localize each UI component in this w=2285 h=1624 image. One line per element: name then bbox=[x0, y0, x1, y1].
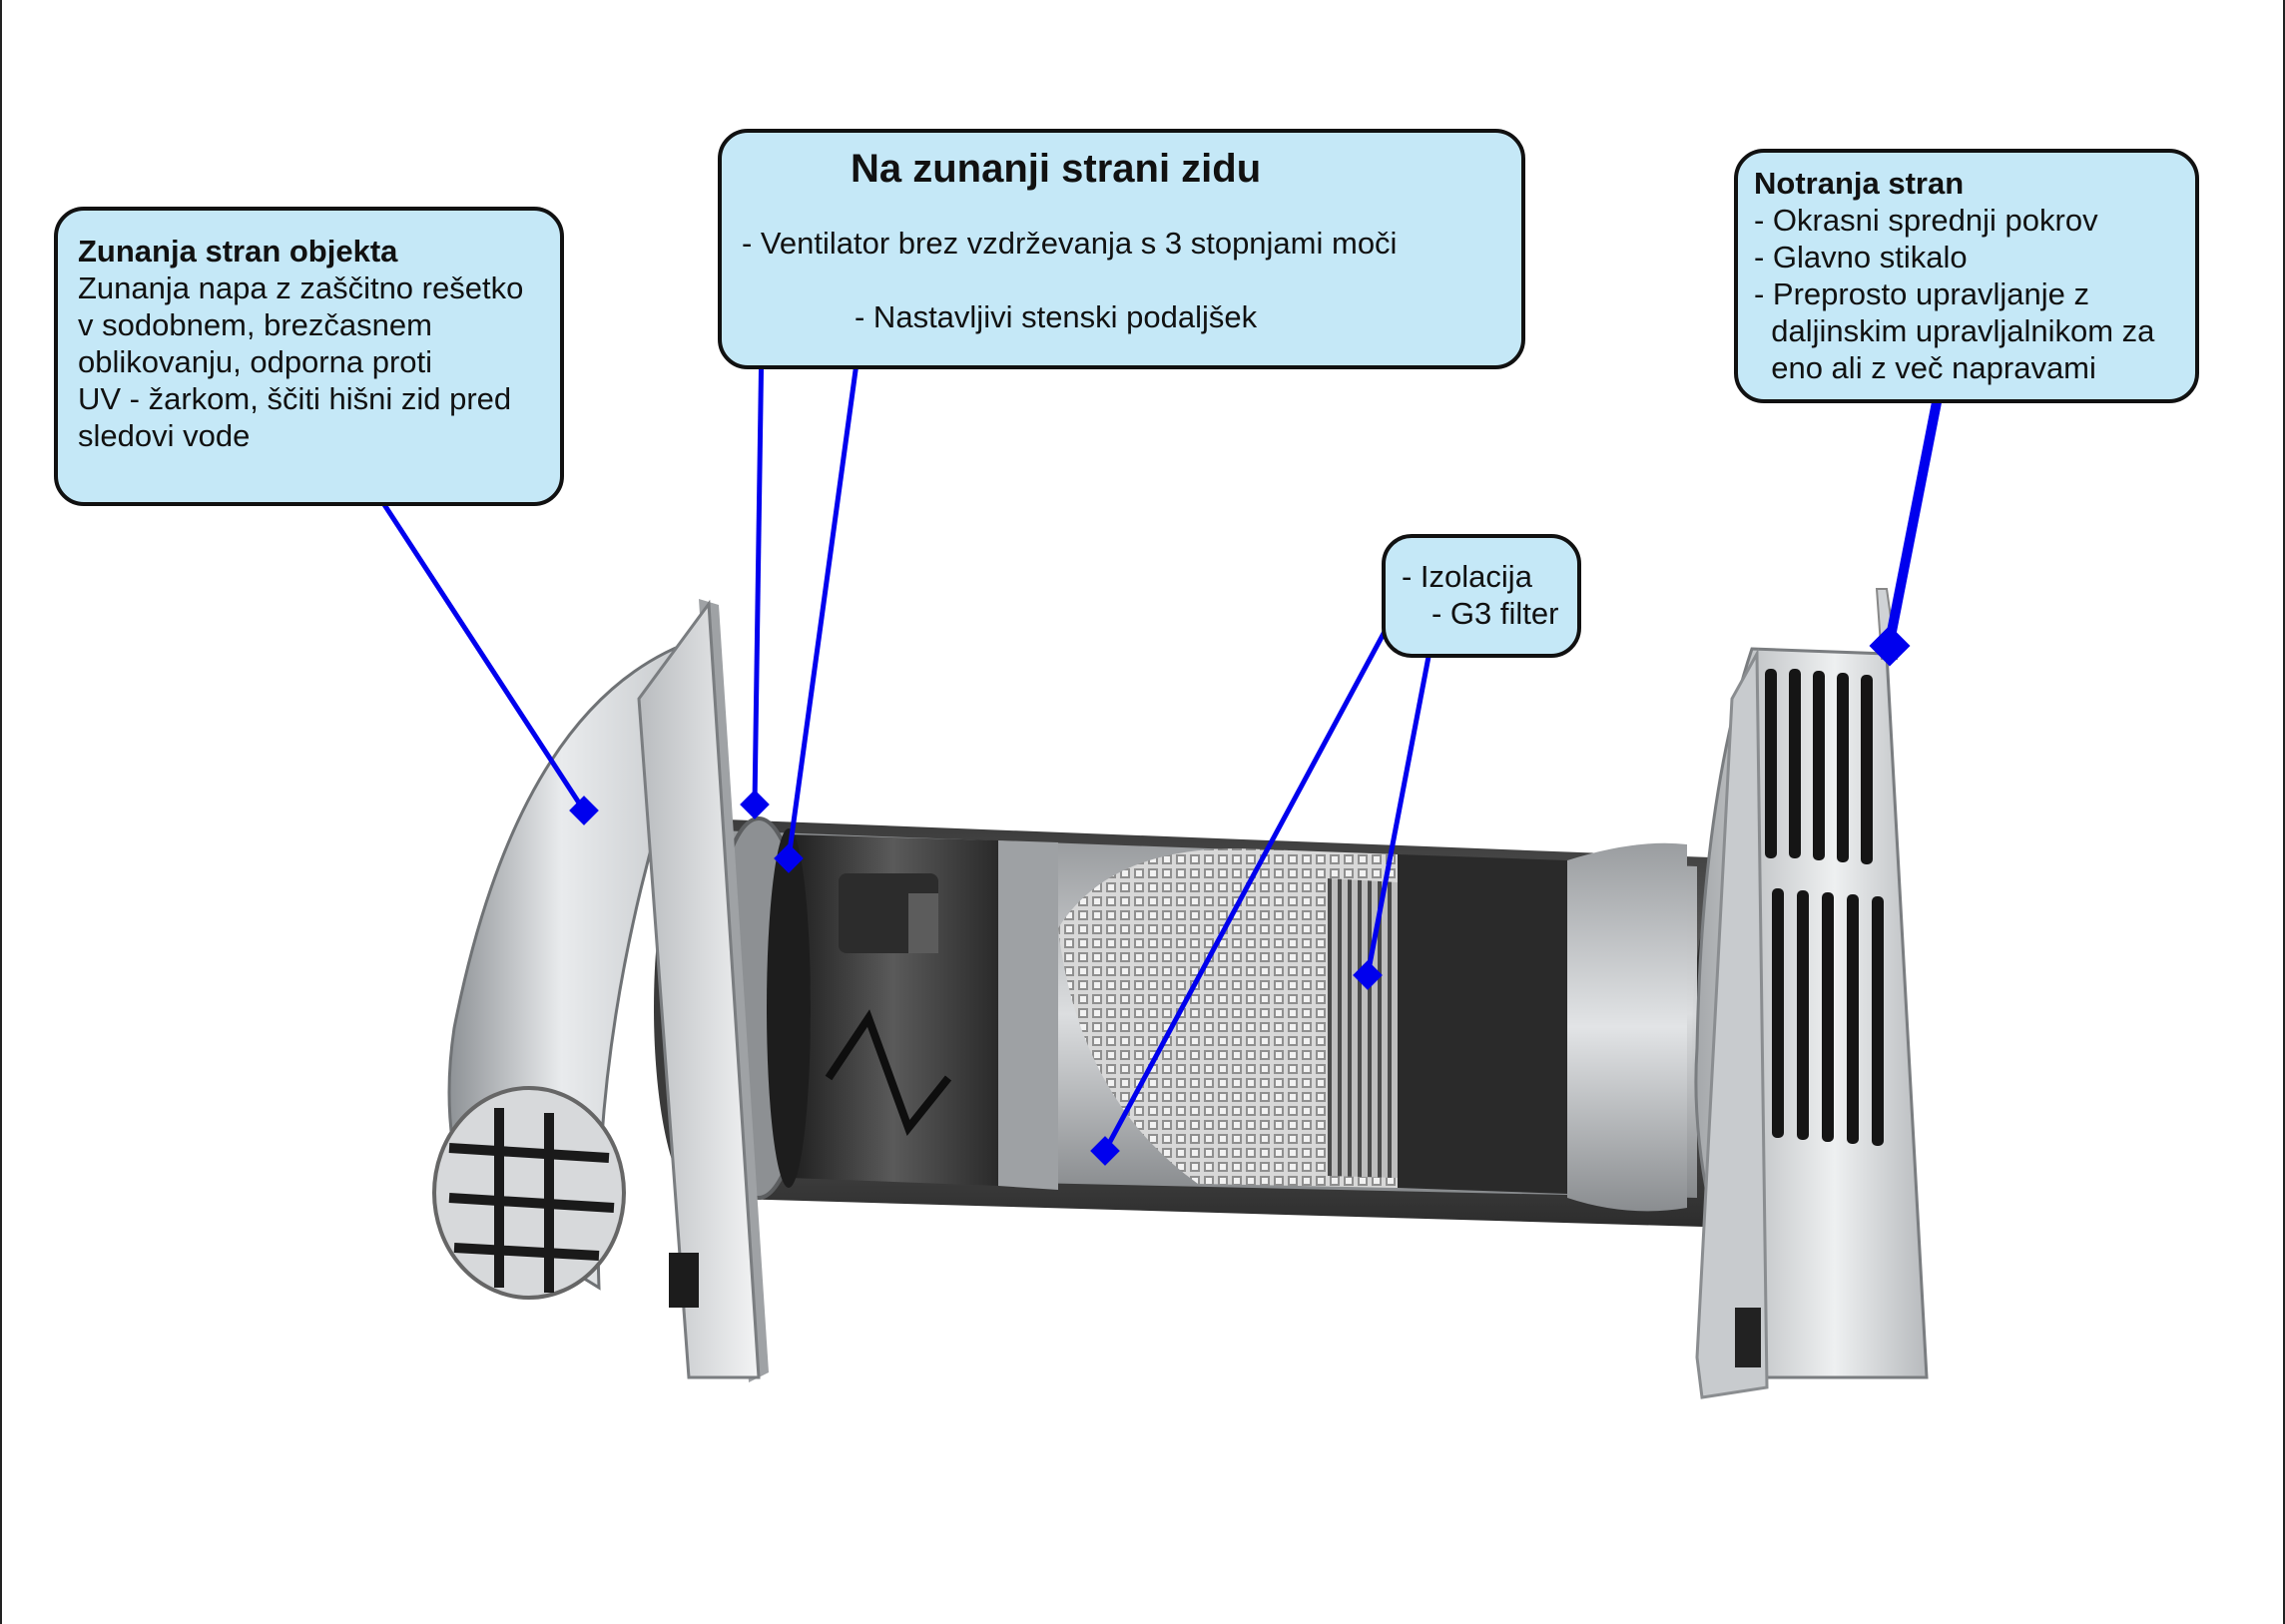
callout-wall-line: - Nastavljivi stenski podaljšek bbox=[855, 299, 1258, 334]
heat-exchanger bbox=[1058, 848, 1398, 1188]
callout-interior-title: Notranja stran bbox=[1754, 166, 1965, 201]
callout-wall-line: - Ventilator brez vzdrževanja s 3 stopnj… bbox=[742, 226, 1398, 261]
g3-filter bbox=[1328, 878, 1398, 1178]
callout-exterior-title: Zunanja stran objekta bbox=[78, 234, 398, 269]
callout-exterior-line: Zunanja napa z zaščitno rešetko bbox=[78, 271, 524, 305]
callout-insulation-filter: - Izolacija - G3 filter bbox=[1382, 534, 1581, 658]
callout-outer-wall: Na zunanji strani zidu - Ventilator brez… bbox=[718, 129, 1525, 369]
callout-filter-line: - G3 filter bbox=[1431, 596, 1559, 631]
callout-wall-title: Na zunanji strani zidu bbox=[851, 147, 1262, 191]
callout-interior-line: - Okrasni sprednji pokrov bbox=[1754, 203, 2098, 238]
hood-grille bbox=[448, 1108, 615, 1293]
callout-interior-side: Notranja stran - Okrasni sprednji pokrov… bbox=[1734, 149, 2199, 403]
callout-exterior-line: oblikovanju, odporna proti bbox=[78, 344, 433, 379]
callout-exterior-line: v sodobnem, brezčasnem bbox=[78, 307, 432, 342]
callout-exterior-side: Zunanja stran objekta Zunanja napa z zaš… bbox=[54, 207, 564, 506]
callout-interior-line: - Glavno stikalo bbox=[1754, 240, 1968, 274]
callout-interior-line: daljinskim upravljalnikom za bbox=[1754, 313, 2155, 348]
exterior-wall-plate bbox=[637, 599, 761, 1379]
callout-interior-line: eno ali z več napravami bbox=[1754, 350, 2096, 385]
leader-lines bbox=[363, 269, 1943, 1166]
callout-exterior-line: UV - žarkom, ščiti hišni zid pred bbox=[78, 381, 512, 416]
interior-vents bbox=[1765, 669, 1884, 1146]
callout-exterior-line: sledovi vode bbox=[78, 418, 251, 453]
callout-filter-line: - Izolacija bbox=[1402, 559, 1532, 594]
callout-interior-line: - Preprosto upravljanje z bbox=[1754, 276, 2089, 311]
